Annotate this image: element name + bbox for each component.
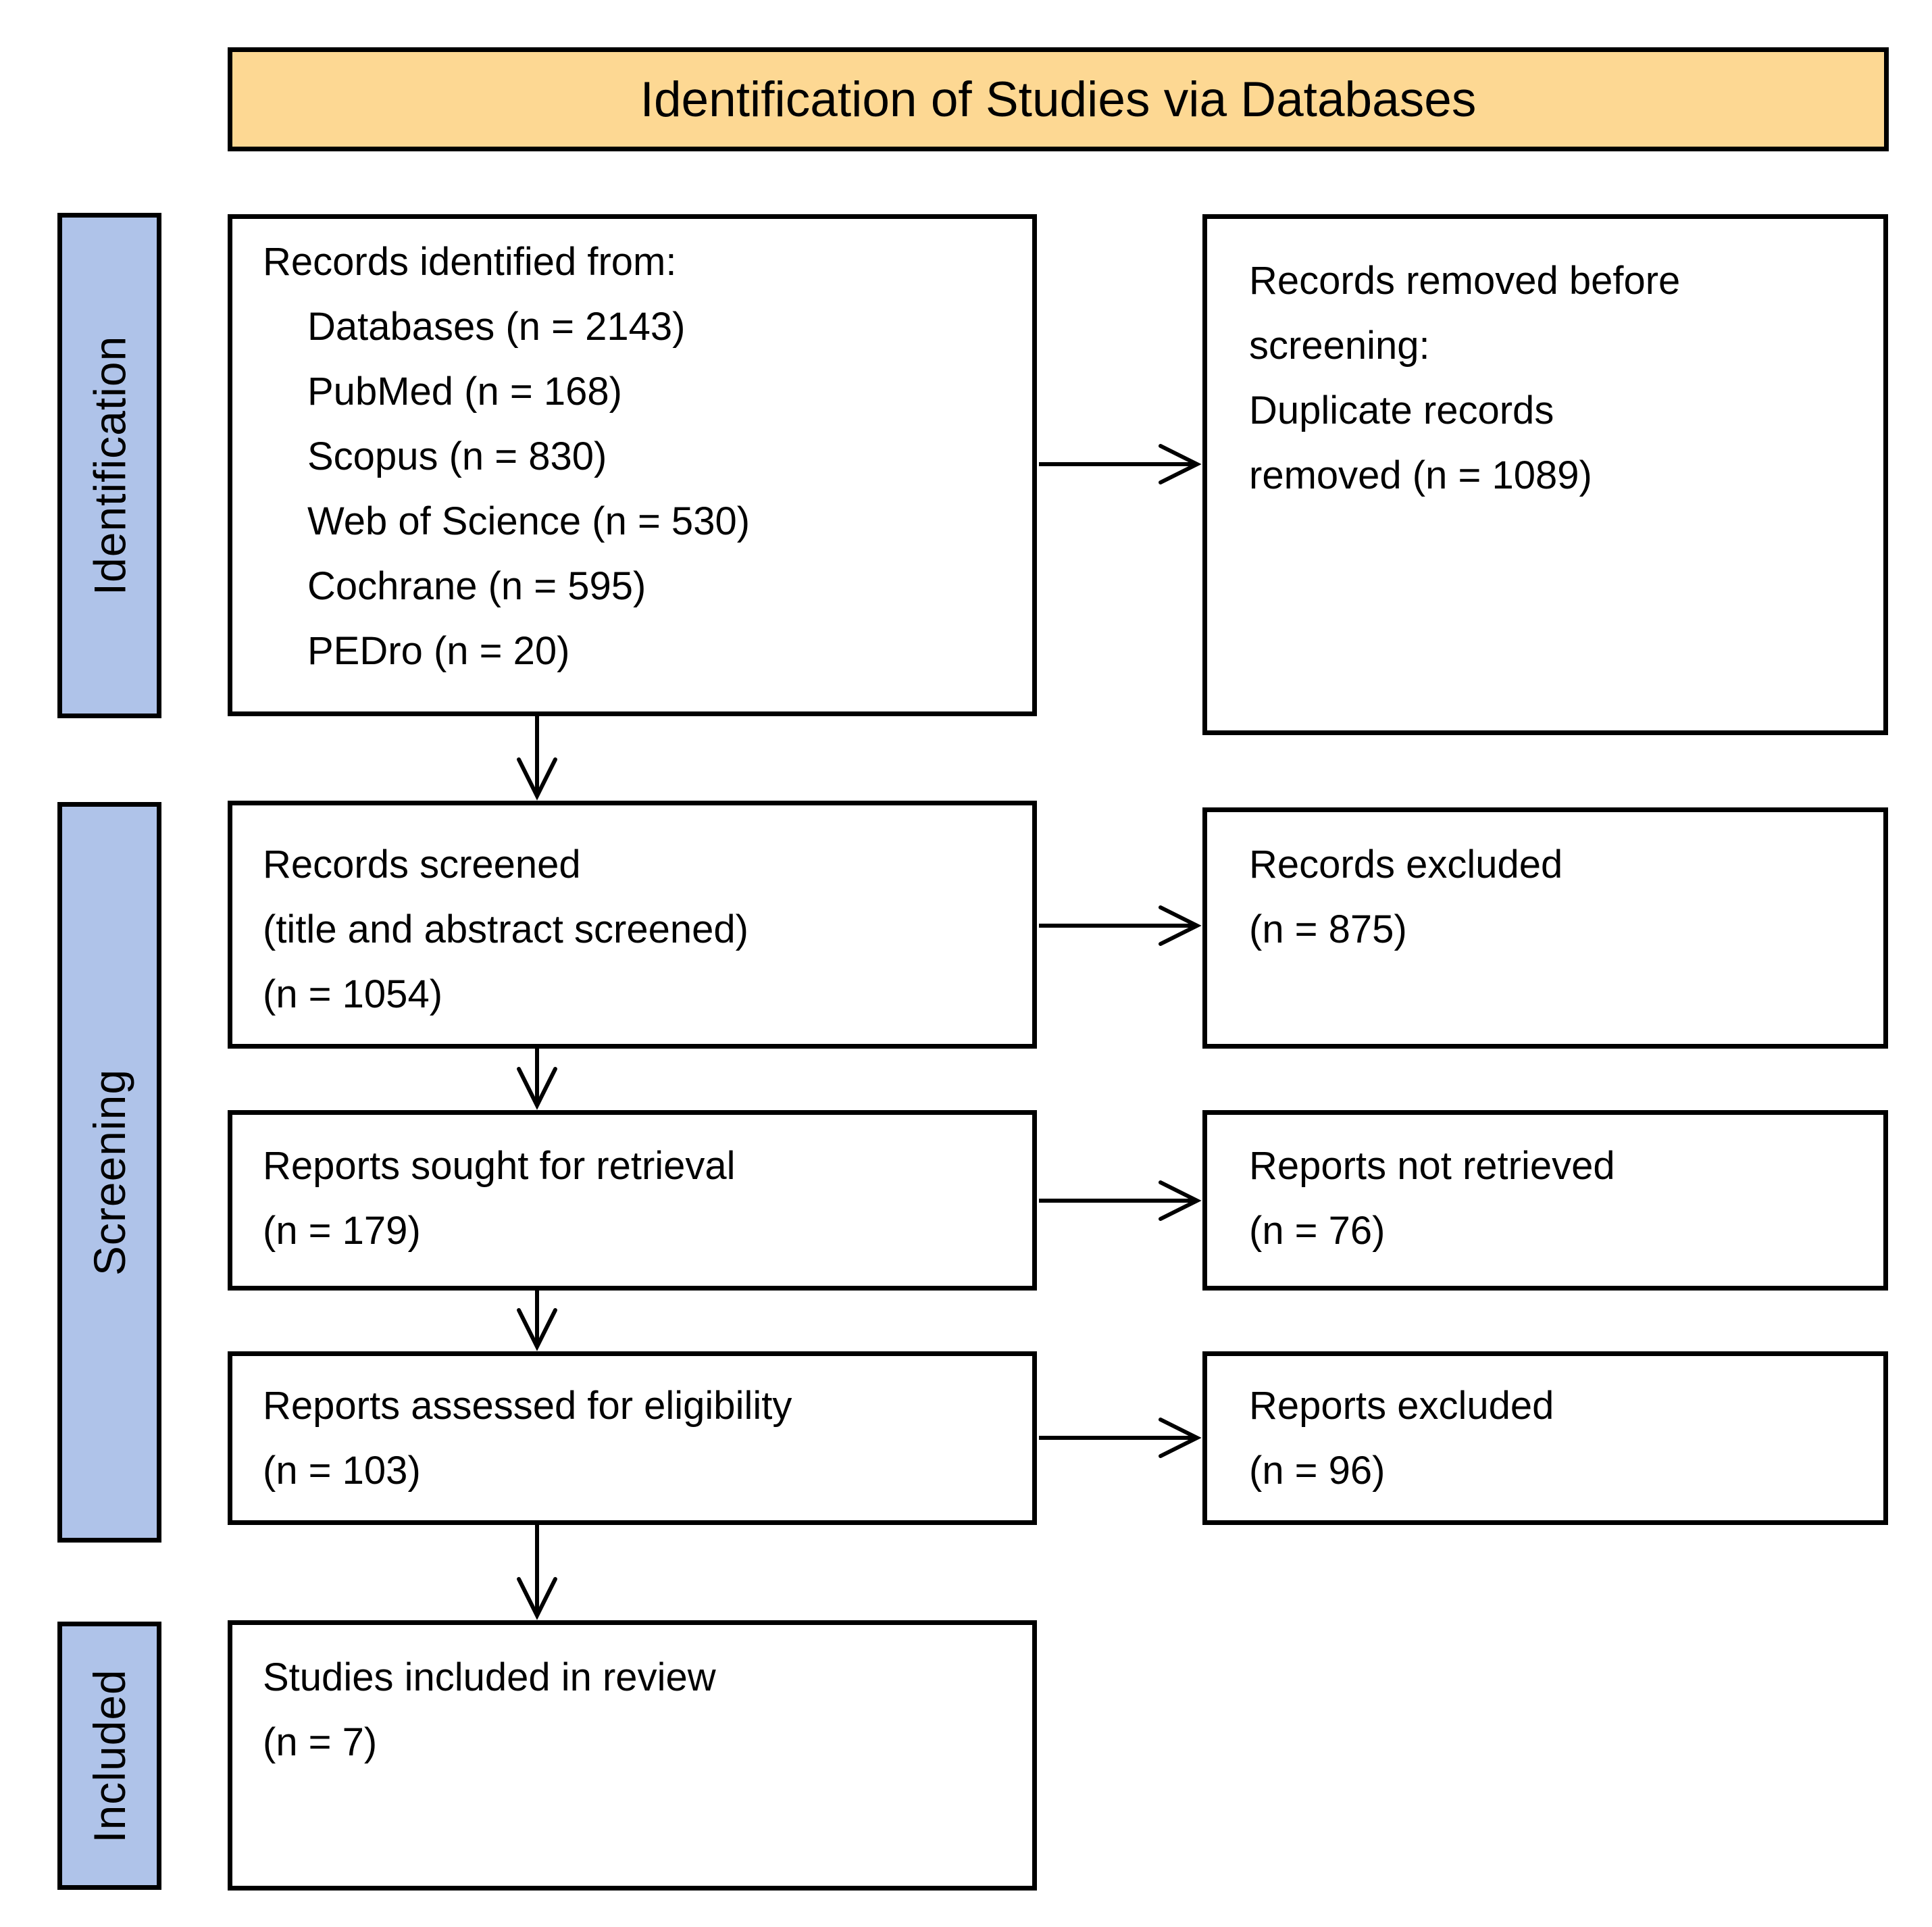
box-records-excluded: Records excluded (n = 875): [1202, 807, 1888, 1049]
box-records-removed: Records removed before screening: Duplic…: [1202, 214, 1888, 735]
banner: Identification of Studies via Databases: [228, 47, 1889, 151]
box-line: Web of Science (n = 530): [307, 499, 751, 543]
box-line: Reports assessed for eligibility: [263, 1384, 792, 1428]
box-line: (n = 1054): [263, 972, 443, 1016]
box-line: screening:: [1249, 324, 1430, 368]
box-line: Records screened: [263, 843, 581, 886]
box-records-screened: Records screened (title and abstract scr…: [228, 801, 1037, 1049]
box-line: Records removed before: [1249, 259, 1681, 303]
box-line: Reports sought for retrieval: [263, 1144, 736, 1188]
box-line: Databases (n = 2143): [307, 305, 686, 349]
box-reports-not-retrieved: Reports not retrieved (n = 76): [1202, 1110, 1888, 1291]
stage-bar-screening: Screening: [57, 802, 161, 1543]
box-line: Studies included in review: [263, 1655, 716, 1699]
box-line: Records identified from:: [263, 240, 677, 284]
box-line: (n = 875): [1249, 907, 1407, 951]
stage-label-identification: Identification: [84, 335, 135, 596]
box-reports-assessed: Reports assessed for eligibility (n = 10…: [228, 1351, 1037, 1525]
stage-label-screening: Screening: [84, 1068, 135, 1276]
box-line: (title and abstract screened): [263, 907, 748, 951]
box-line: Cochrane (n = 595): [307, 564, 646, 608]
box-line: (n = 7): [263, 1720, 378, 1764]
box-line: PEDro (n = 20): [307, 629, 570, 673]
box-studies-included: Studies included in review (n = 7): [228, 1620, 1037, 1891]
box-reports-sought: Reports sought for retrieval (n = 179): [228, 1110, 1037, 1291]
box-line: (n = 179): [263, 1209, 421, 1253]
box-line: removed (n = 1089): [1249, 453, 1592, 497]
stage-bar-included: Included: [57, 1622, 161, 1890]
box-line: (n = 96): [1249, 1449, 1386, 1493]
box-reports-excluded: Reports excluded (n = 96): [1202, 1351, 1888, 1525]
box-line: Records excluded: [1249, 843, 1563, 886]
box-records-identified: Records identified from: Databases (n = …: [228, 214, 1037, 716]
stage-bar-identification: Identification: [57, 213, 161, 718]
box-line: Reports not retrieved: [1249, 1144, 1615, 1188]
box-line: Duplicate records: [1249, 389, 1554, 432]
box-line: PubMed (n = 168): [307, 370, 622, 414]
box-line: (n = 103): [263, 1449, 421, 1493]
box-line: Scopus (n = 830): [307, 434, 607, 478]
box-line: Reports excluded: [1249, 1384, 1554, 1428]
stage-label-included: Included: [84, 1668, 134, 1843]
banner-title: Identification of Studies via Databases: [640, 72, 1477, 127]
box-line: (n = 76): [1249, 1209, 1386, 1253]
